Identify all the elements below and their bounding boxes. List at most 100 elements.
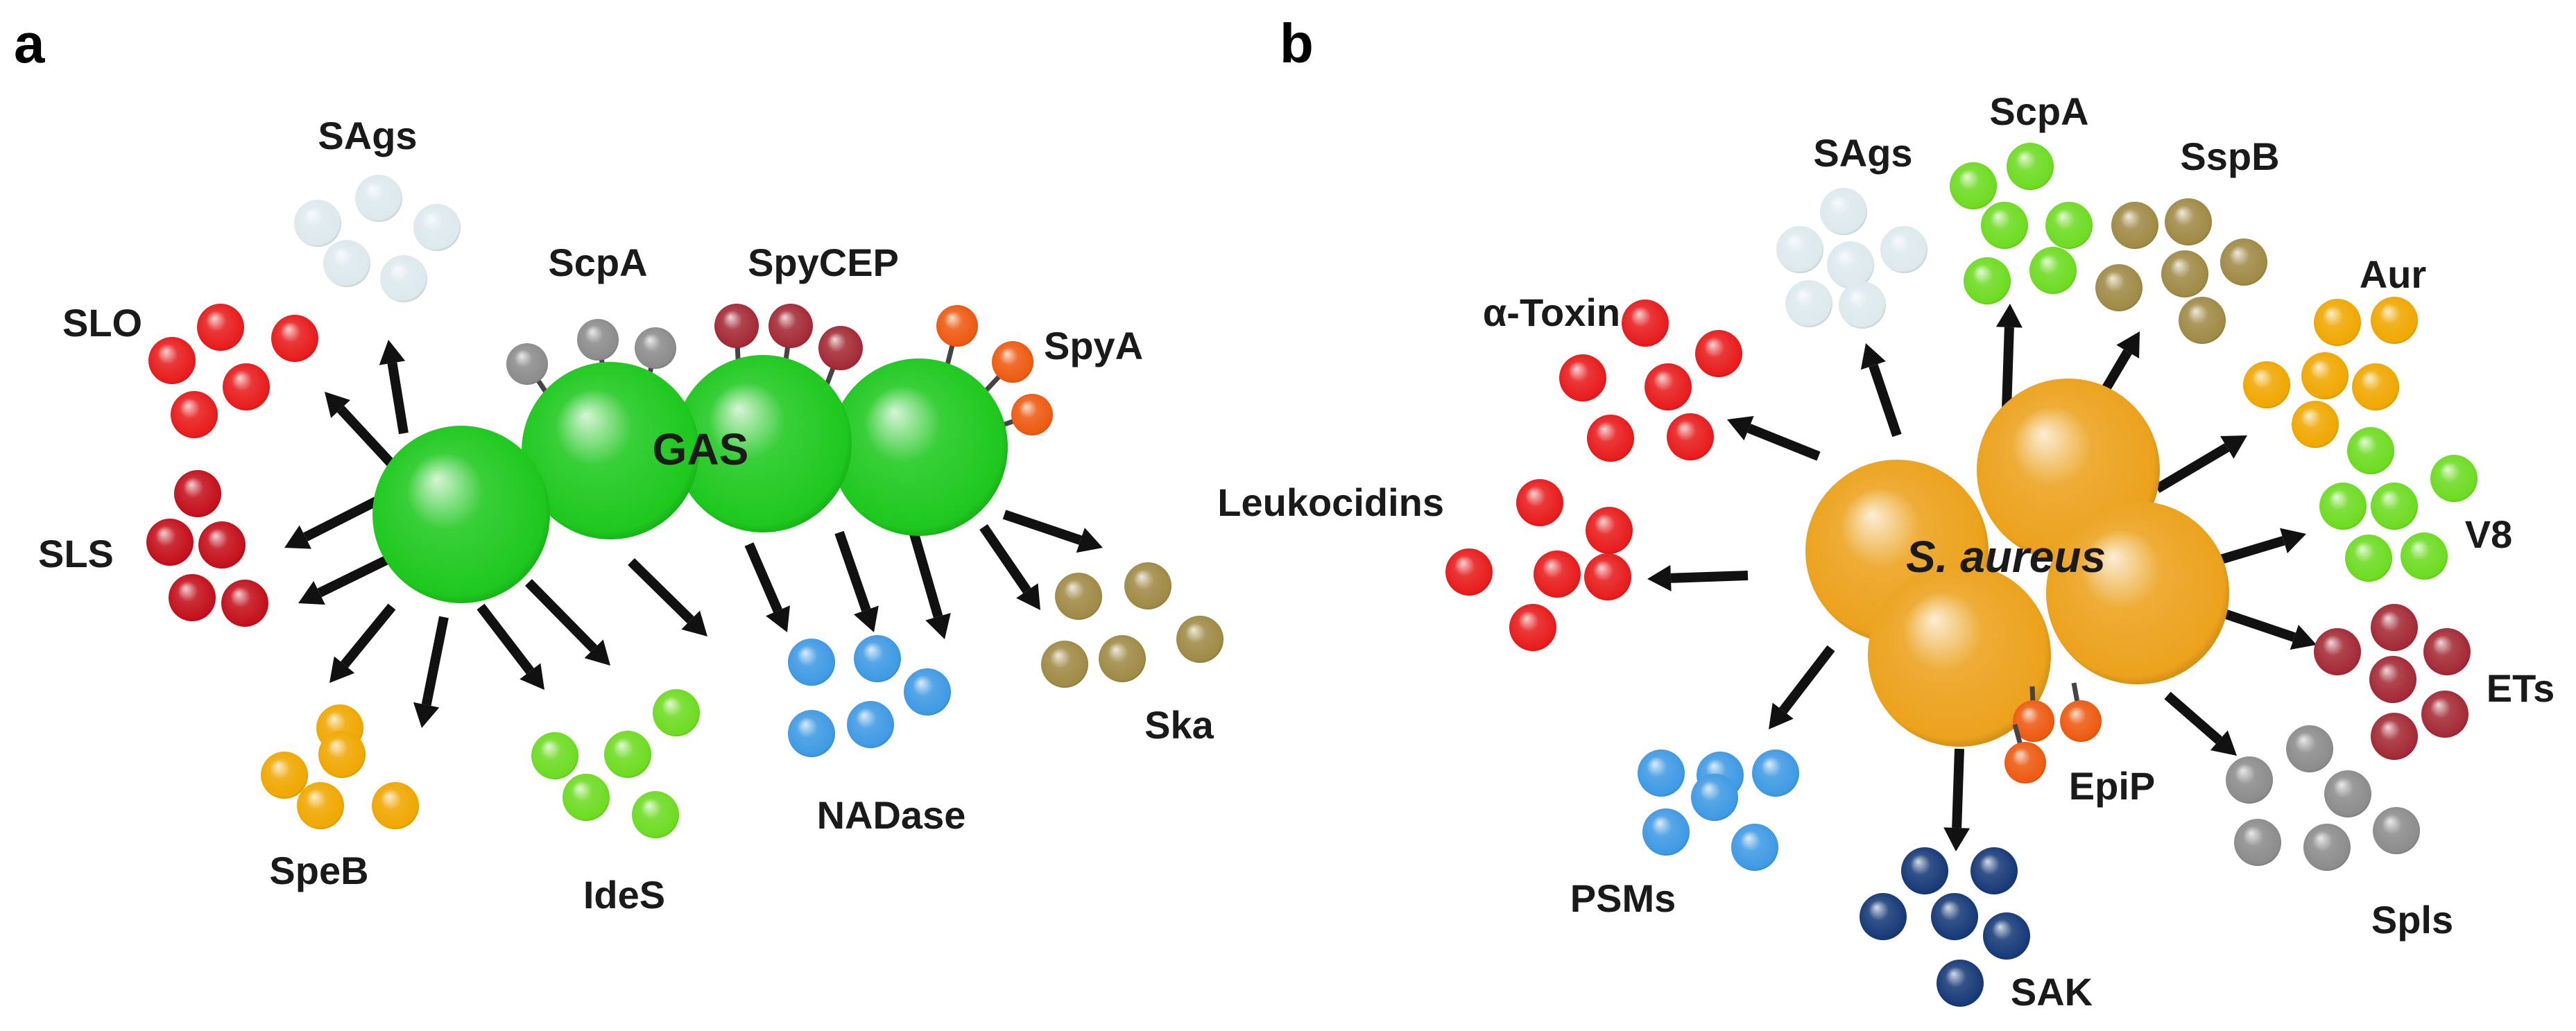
bound-a-spya-ball <box>936 305 978 347</box>
cluster-a-sls-molecule <box>198 521 246 569</box>
bound-b-epip <box>2060 682 2102 742</box>
label-a-sags: SAgs <box>318 114 417 157</box>
label-b-sspb: SspB <box>2180 135 2279 178</box>
arrow-head <box>413 702 440 728</box>
cluster-b-alpha-toxin-molecule <box>1559 354 1606 401</box>
cluster-a-ska-molecule <box>1176 616 1223 663</box>
cluster-b-sspb-molecule <box>2095 264 2143 311</box>
arrow-shaft <box>1002 510 1083 545</box>
cluster-b-psms-molecule <box>1691 774 1738 821</box>
cluster-b-v8-molecule <box>2401 532 2448 580</box>
cluster-b-sak <box>1860 847 2030 1007</box>
cluster-b-aur-molecule <box>2301 352 2349 399</box>
arrow-head <box>2279 528 2306 553</box>
arrow-shaft <box>476 603 534 675</box>
arrow-shaft <box>2154 443 2230 494</box>
arrow-head <box>2220 435 2247 459</box>
arrow-shaft <box>421 616 449 707</box>
cluster-a-slo-molecule <box>271 315 318 362</box>
label-a-speb: SpeB <box>269 849 368 892</box>
label-a-slo: SLO <box>62 301 142 345</box>
cluster-a-sls-molecule <box>146 519 194 566</box>
cluster-a-slo <box>148 304 318 438</box>
cluster-b-spls-molecule <box>2286 725 2333 772</box>
gas-coccus <box>372 426 550 603</box>
cluster-b-leukocidins-molecule <box>1584 553 1631 600</box>
cluster-b-sags <box>1776 188 1927 329</box>
cluster-b-ets-molecule <box>2314 628 2361 675</box>
arrow-head <box>681 610 707 636</box>
cluster-b-sak-molecule <box>1937 960 1984 1007</box>
arrow-shaft <box>387 362 409 435</box>
arrow-shaft <box>303 493 386 542</box>
cluster-b-sags-molecule <box>1776 226 1823 273</box>
panel-b-s-aureus: S. aureus SAgs ScpA SspB Aur V8 ETs Spls… <box>1217 89 2554 1014</box>
label-b-ets: ETs <box>2487 666 2555 710</box>
bound-a-spycep-ball <box>714 304 759 348</box>
s-aureus-label: S. aureus <box>1906 532 2106 582</box>
panel-letter-b: b <box>1280 12 1314 74</box>
cluster-b-psms-molecule <box>1642 808 1690 856</box>
cluster-b-sak-molecule <box>1970 847 2018 894</box>
cluster-b-leukocidins-molecule <box>1534 551 1581 598</box>
cluster-a-ides <box>531 689 700 838</box>
panel-a-gas: GAS SAgs ScpA SpyCEP SpyA SLO SLS SpeB I… <box>38 114 1223 917</box>
label-b-v8: V8 <box>2465 512 2513 556</box>
bound-a-scpa-ball <box>635 327 676 369</box>
bound-b-epip-ball <box>2060 700 2102 742</box>
label-b-scpa: ScpA <box>1989 89 2088 133</box>
cluster-b-sspb-molecule <box>2220 239 2267 286</box>
cluster-b-sspb-molecule <box>2161 250 2208 297</box>
arrow-shaft <box>979 524 1031 594</box>
cluster-b-psms-molecule <box>1731 824 1778 871</box>
cluster-b-leukocidins <box>1445 479 1633 651</box>
cluster-b-aur-molecule <box>2352 363 2399 410</box>
cluster-b-scpa-molecule <box>1964 257 2011 304</box>
arrow-head <box>1943 827 1970 851</box>
cluster-a-ska-molecule <box>1055 573 1102 620</box>
cluster-a-ska-molecule <box>1099 635 1146 682</box>
cluster-b-spls-molecule <box>2303 824 2351 871</box>
arrow-head <box>325 392 351 418</box>
cluster-a-ska-molecule <box>1041 641 1088 688</box>
cluster-a-slo-molecule <box>197 304 244 351</box>
bound-a-spya <box>983 341 1033 394</box>
arrow-head <box>329 656 355 683</box>
cluster-b-aur-molecule <box>2371 297 2418 344</box>
cluster-b-sspb-molecule <box>2165 198 2212 245</box>
cluster-b-sspb-molecule <box>2179 297 2226 344</box>
arrow-shaft <box>1746 424 1821 461</box>
arrow-head <box>1727 416 1754 441</box>
cluster-a-sags-molecule <box>413 204 461 251</box>
s-aureus-cluster <box>1805 379 2229 747</box>
cluster-b-alpha-toxin-molecule <box>1622 300 1669 347</box>
cluster-b-v8-molecule <box>2430 455 2478 502</box>
cluster-b-alpha-toxin-molecule <box>1695 330 1742 377</box>
cluster-a-sags-molecule <box>294 200 341 247</box>
cluster-b-spls-molecule <box>2234 819 2281 866</box>
cluster-b-v8-molecule <box>2345 535 2392 582</box>
arrow-shaft <box>1869 363 1902 437</box>
cluster-b-sspb <box>2095 198 2267 344</box>
gas-coccus <box>830 358 1008 536</box>
cluster-b-scpa <box>1950 143 2093 304</box>
bound-b-epip-ball <box>2004 742 2046 783</box>
arrow-shaft <box>1779 645 1835 714</box>
cluster-a-ides-molecule <box>563 774 610 821</box>
cluster-a-ska <box>1041 562 1223 688</box>
bound-a-spycep-ball <box>818 326 863 370</box>
cluster-a-sags-molecule <box>355 175 402 222</box>
arrow-shaft <box>2002 327 2014 410</box>
arrow-head <box>584 639 610 666</box>
panel-letter-a: a <box>14 12 45 74</box>
cluster-b-scpa-molecule <box>1981 202 2028 249</box>
cluster-b-sak-molecule <box>1901 847 1948 894</box>
cluster-b-alpha-toxin-molecule <box>1587 415 1634 462</box>
arrow-head <box>2210 730 2237 756</box>
cluster-a-sls-molecule <box>221 580 268 627</box>
arrow-shaft <box>834 530 871 612</box>
arrow-head <box>2116 331 2140 358</box>
cluster-b-spls <box>2226 725 2420 871</box>
arrow-shaft <box>909 532 943 618</box>
